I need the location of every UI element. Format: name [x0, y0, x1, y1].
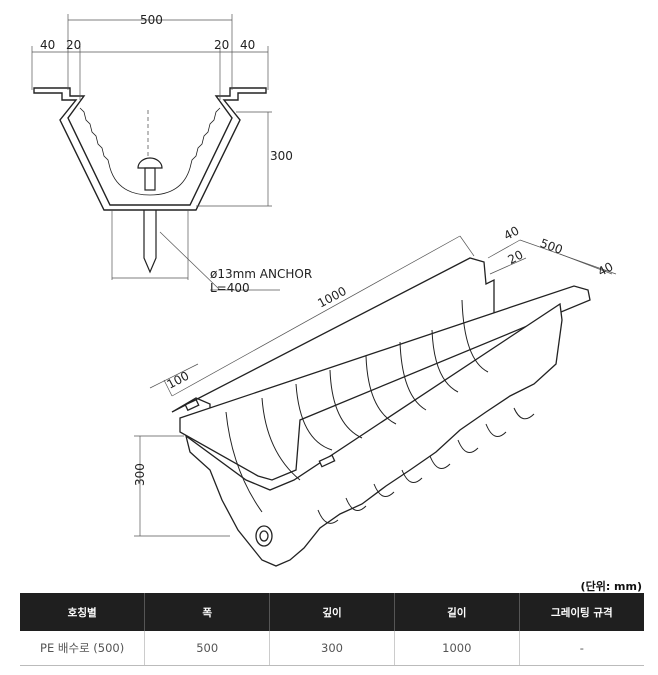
- anchor-label: ø13mm ANCHOR: [210, 267, 312, 281]
- header-grating: 그레이팅 규격: [518, 593, 644, 631]
- spec-table: 호칭별 폭 깊이 길이 그레이팅 규격 PE 배수로 (500) 500 300…: [20, 593, 644, 666]
- drainage-channel-drawing: 500 40 20 20 40 300 ø13mm ANCHOR L=400: [31, 13, 617, 567]
- section-left-flange: 40: [40, 38, 55, 52]
- anchor-length-label: L=400: [210, 281, 250, 295]
- table-row: PE 배수로 (500) 500 300 1000 -: [20, 631, 644, 666]
- isometric-dimension-lines: [134, 235, 617, 537]
- cell-grating: -: [518, 631, 644, 666]
- header-length: 길이: [393, 593, 520, 631]
- cross-section-dimension-lines: [31, 14, 280, 291]
- cell-length: 1000: [393, 631, 520, 666]
- header-width: 폭: [144, 593, 270, 631]
- cell-depth: 300: [269, 631, 395, 666]
- section-right-lip: 20: [214, 38, 229, 52]
- unit-label: (단위: mm): [580, 580, 642, 593]
- iso-flange-40b: 40: [595, 259, 615, 279]
- header-model: 호칭별: [20, 593, 145, 631]
- iso-width-500: 500: [538, 236, 564, 257]
- iso-end-width: 100: [165, 369, 192, 392]
- iso-depth: 300: [133, 463, 147, 486]
- section-right-flange: 40: [240, 38, 255, 52]
- iso-flange-40: 40: [501, 223, 521, 243]
- cell-width: 500: [144, 631, 270, 666]
- cell-model: PE 배수로 (500): [20, 631, 145, 666]
- section-top-width: 500: [140, 13, 163, 27]
- cross-section-view: [33, 87, 267, 274]
- section-left-lip: 20: [66, 38, 81, 52]
- iso-lip-20: 20: [505, 247, 525, 267]
- header-depth: 깊이: [269, 593, 395, 631]
- isometric-view: [171, 257, 591, 567]
- section-depth: 300: [270, 149, 293, 163]
- spec-table-header-row: 호칭별 폭 깊이 길이 그레이팅 규격: [20, 593, 644, 631]
- iso-length: 1000: [315, 284, 349, 311]
